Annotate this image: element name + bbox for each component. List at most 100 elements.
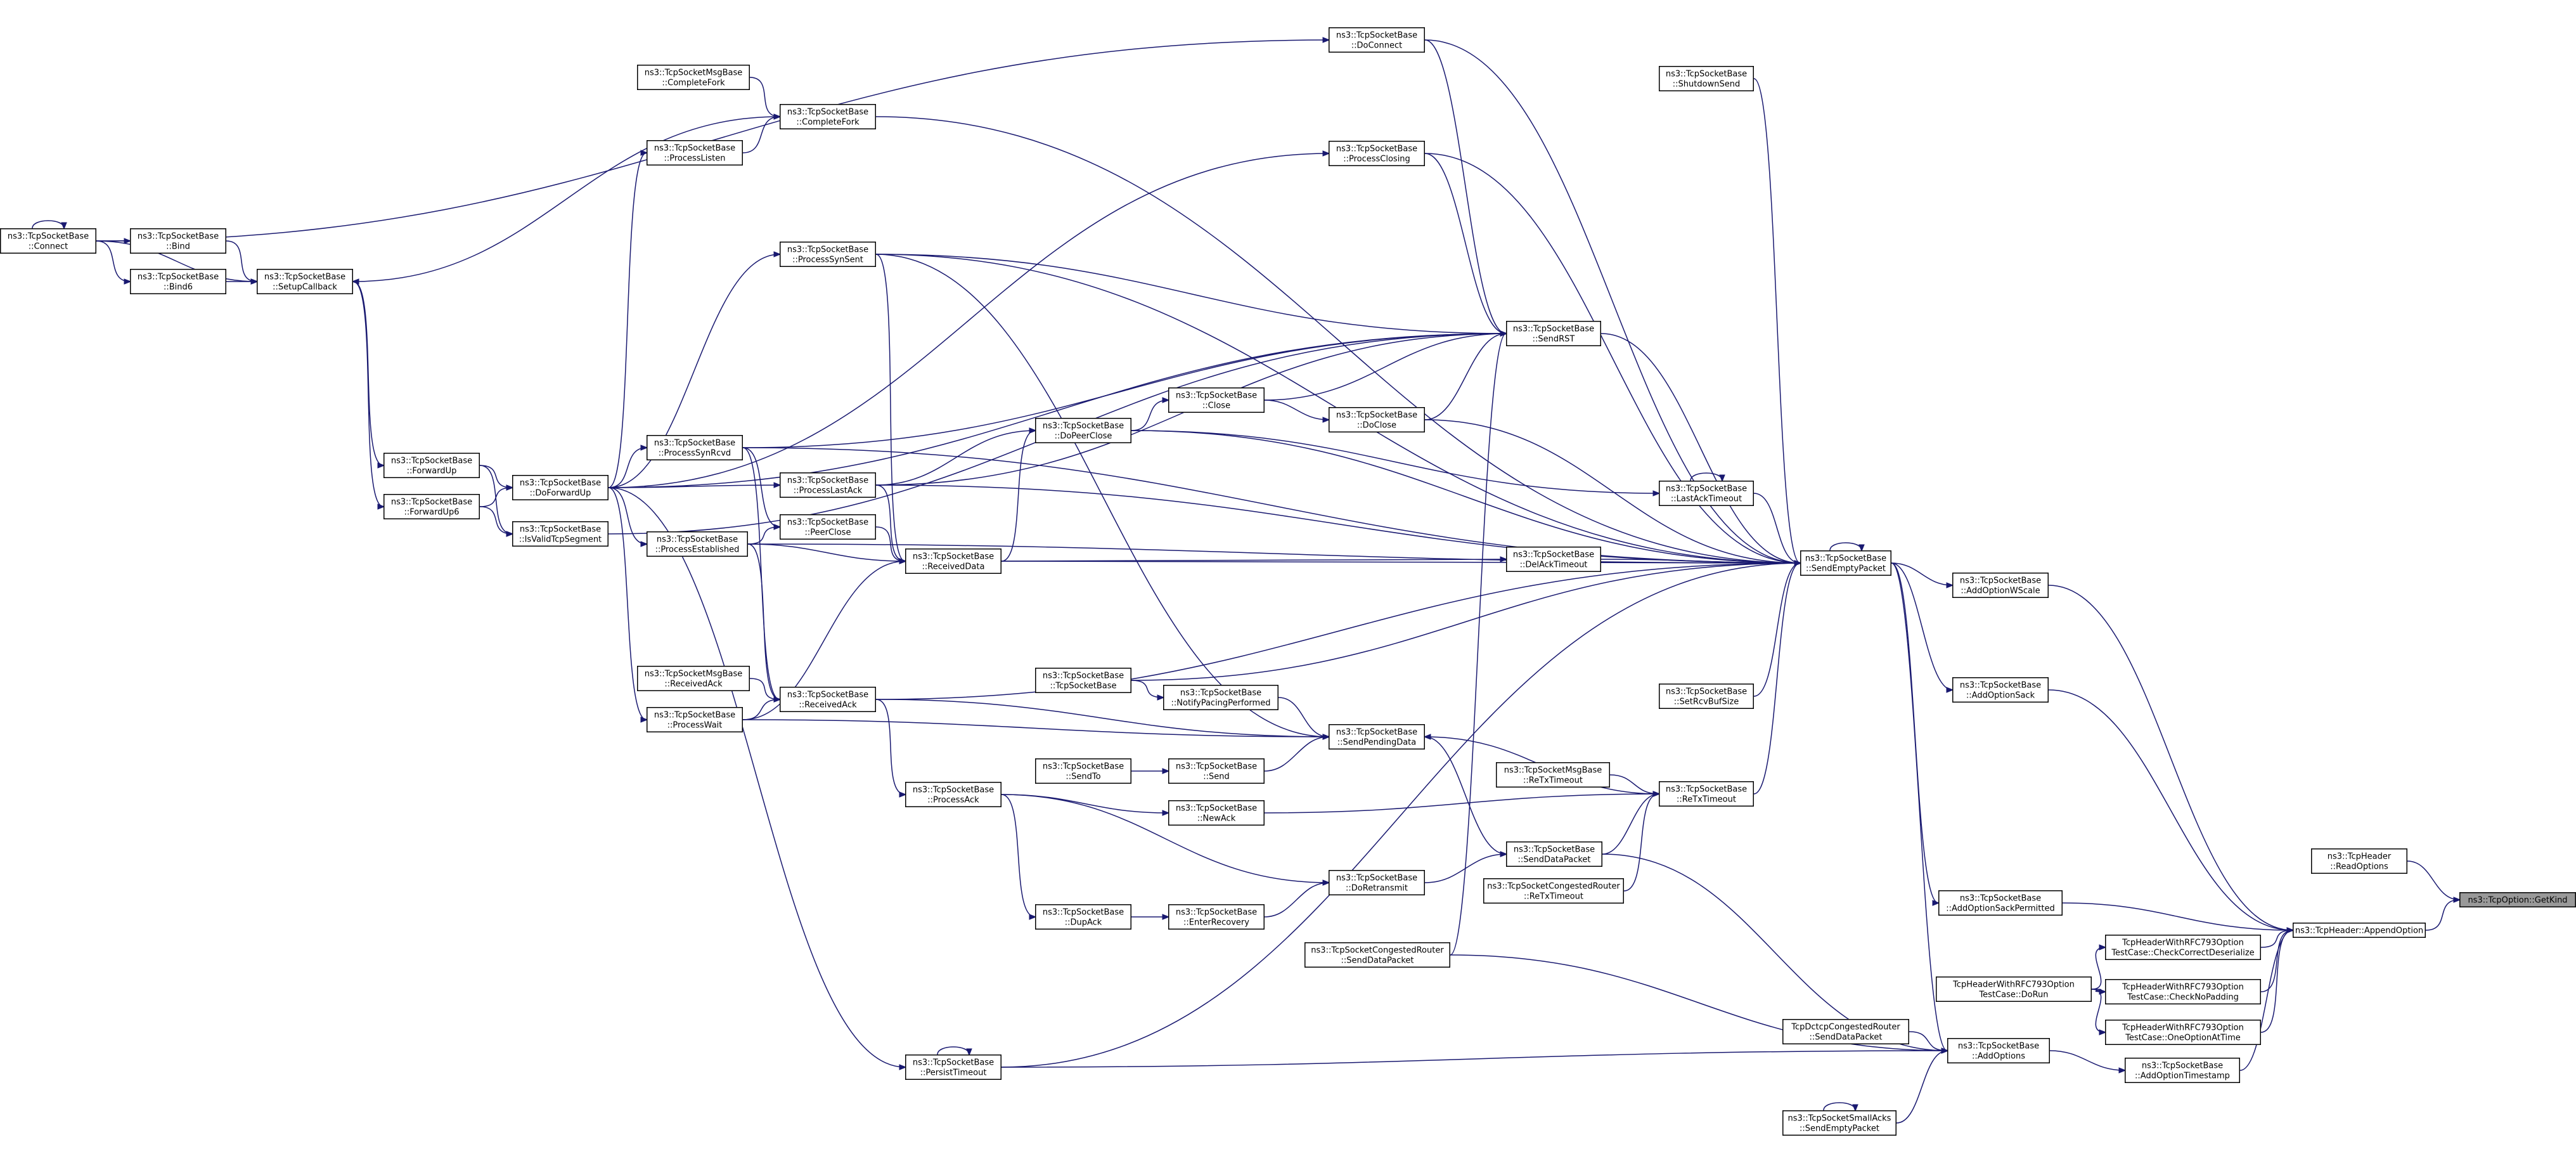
node-readoptions[interactable]: ns3::TcpHeader::ReadOptions — [2311, 848, 2407, 874]
edge-processclosing-to-sendrst — [1424, 153, 1506, 334]
node-box — [905, 548, 1001, 574]
node-checkcorrectdeser[interactable]: TcpHeaderWithRFC793OptionTestCase::Check… — [2105, 935, 2261, 960]
node-label-line: TestCase::CheckNoPadding — [2127, 993, 2239, 1003]
node-addoptionwscale[interactable]: ns3::TcpSocketBase::AddOptionWScale — [1952, 573, 2049, 598]
node-msgcompletefork[interactable]: ns3::TcpSocketMsgBase::CompleteFork — [637, 65, 750, 90]
node-shutdownsend[interactable]: ns3::TcpSocketBase::ShutdownSend — [1659, 66, 1754, 91]
edge-sendrst-to-sendemptypacket — [1600, 333, 1800, 563]
node-label-line: ns3::TcpSocketBase — [1513, 325, 1594, 334]
node-newack[interactable]: ns3::TcpSocketBase::NewAck — [1168, 800, 1265, 826]
node-label-line: ::EnterRecovery — [1183, 918, 1249, 928]
node-connect[interactable]: ns3::TcpSocketBase::Connect — [0, 228, 96, 254]
node-addoptionsackperm[interactable]: ns3::TcpSocketBase::AddOptionSackPermitt… — [1938, 890, 2063, 916]
node-sendemptypacket[interactable]: ns3::TcpSocketBase::SendEmptyPacket — [1800, 550, 1891, 576]
node-senddatapacket[interactable]: ns3::TcpSocketBase::SendDataPacket — [1506, 841, 1602, 867]
node-smallackssendempty[interactable]: ns3::TcpSocketSmallAcks::SendEmptyPacket — [1782, 1110, 1897, 1136]
node-box — [780, 687, 876, 712]
node-persisttimeout[interactable]: ns3::TcpSocketBase::PersistTimeout — [905, 1054, 1001, 1080]
node-checknopadding[interactable]: TcpHeaderWithRFC793OptionTestCase::Check… — [2105, 979, 2261, 1004]
edge-doforwardup-to-processwait — [608, 487, 647, 720]
node-processwait[interactable]: ns3::TcpSocketBase::ProcessWait — [647, 707, 743, 732]
node-tcpsocketbase[interactable]: ns3::TcpSocketBase::TcpSocketBase — [1035, 668, 1131, 693]
node-send[interactable]: ns3::TcpSocketBase::Send — [1168, 758, 1265, 784]
node-dctcpsenddatapacket[interactable]: TcpDctcpCongestedRouter::SendDataPacket — [1782, 1019, 1909, 1044]
edge-enterrecovery-to-doretransmit — [1264, 883, 1329, 918]
edge-processsynrcvd-to-sendemptypacket — [742, 447, 1800, 563]
node-label-line: ::ForwardUp6 — [404, 508, 459, 517]
edge-lastacktimeout-to-sendemptypacket — [1753, 493, 1800, 563]
node-doclose[interactable]: ns3::TcpSocketBase::DoClose — [1329, 407, 1425, 432]
node-box — [383, 494, 480, 519]
node-sendto[interactable]: ns3::TcpSocketBase::SendTo — [1035, 758, 1131, 784]
edge-doforwardup-to-processlisten — [608, 153, 647, 488]
node-box — [637, 666, 750, 691]
node-forwardup6[interactable]: ns3::TcpSocketBase::ForwardUp6 — [383, 494, 480, 519]
node-setrcvbufsize[interactable]: ns3::TcpSocketBase::SetRcvBufSize — [1659, 684, 1754, 709]
node-congsenddatapacket[interactable]: ns3::TcpSocketCongestedRouter::SendDataP… — [1304, 942, 1450, 968]
node-oneoptionattime[interactable]: TcpHeaderWithRFC793OptionTestCase::OneOp… — [2105, 1020, 2261, 1045]
node-box — [1506, 321, 1601, 346]
node-receivedack[interactable]: ns3::TcpSocketBase::ReceivedAck — [780, 687, 876, 712]
node-processack[interactable]: ns3::TcpSocketBase::ProcessAck — [905, 782, 1001, 807]
node-enterrecovery[interactable]: ns3::TcpSocketBase::EnterRecovery — [1168, 904, 1265, 930]
node-label-line: TestCase::CheckCorrectDeserialize — [2111, 949, 2254, 958]
node-receiveddata[interactable]: ns3::TcpSocketBase::ReceivedData — [905, 548, 1001, 574]
node-setupcallback[interactable]: ns3::TcpSocketBase::SetupCallback — [257, 269, 353, 294]
node-label-line: ::DoForwardUp — [530, 489, 591, 498]
nodes-layer: ns3::TcpOption::GetKind ns3::TcpHeader::R… — [0, 27, 2576, 1136]
node-addoptiontimestamp[interactable]: ns3::TcpSocketBase::AddOptionTimestamp — [2125, 1058, 2240, 1083]
node-peerclose[interactable]: ns3::TcpSocketBase::PeerClose — [780, 514, 876, 540]
node-sendrst[interactable]: ns3::TcpSocketBase::SendRST — [1506, 321, 1601, 346]
edge-dopeerclose-to-lastacktimeout — [1131, 430, 1659, 493]
node-lastacktimeout[interactable]: ns3::TcpSocketBase::LastAckTimeout — [1659, 481, 1754, 506]
node-retxtimeout[interactable]: ns3::TcpSocketBase::ReTxTimeout — [1659, 781, 1754, 807]
node-label-line: ns3::TcpSocketBase — [654, 439, 735, 448]
node-processlisten[interactable]: ns3::TcpSocketBase::ProcessListen — [647, 140, 743, 165]
node-completefork[interactable]: ns3::TcpSocketBase::CompleteFork — [780, 104, 876, 129]
node-delacktimeout[interactable]: ns3::TcpSocketBase::DelAckTimeout — [1506, 547, 1601, 572]
node-bind6[interactable]: ns3::TcpSocketBase::Bind6 — [130, 269, 226, 294]
node-label-line: ns3::TcpSocketBase — [654, 711, 735, 720]
node-bind[interactable]: ns3::TcpSocketBase::Bind — [130, 228, 226, 254]
node-forwardup[interactable]: ns3::TcpSocketBase::ForwardUp — [383, 453, 480, 478]
node-label-line: ns3::TcpSocketBase — [1336, 31, 1417, 41]
node-label-line: ::Bind — [166, 242, 190, 252]
node-processclosing[interactable]: ns3::TcpSocketBase::ProcessClosing — [1329, 141, 1425, 166]
edge-addoptionsack-to-appendoption — [2048, 689, 2293, 930]
node-sendpendingdata[interactable]: ns3::TcpSocketBase::SendPendingData — [1329, 724, 1425, 749]
edge-tcpsocketbase-to-notifypacing — [1131, 680, 1163, 698]
node-processsynrcvd[interactable]: ns3::TcpSocketBase::ProcessSynRcvd — [647, 435, 743, 460]
edge-doforwardup-to-persisttimeout — [608, 487, 905, 1067]
node-processsynsent[interactable]: ns3::TcpSocketBase::ProcessSynSent — [780, 242, 876, 267]
node-processestablished[interactable]: ns3::TcpSocketBase::ProcessEstablished — [647, 531, 748, 557]
node-processlastack[interactable]: ns3::TcpSocketBase::ProcessLastAck — [780, 472, 876, 498]
node-dupack[interactable]: ns3::TcpSocketBase::DupAck — [1035, 904, 1131, 930]
node-label-line: TcpHeaderWithRFC793Option — [1952, 980, 2075, 990]
node-close[interactable]: ns3::TcpSocketBase::Close — [1168, 387, 1265, 413]
node-docconnect[interactable]: ns3::TcpSocketBase::DoConnect — [1329, 27, 1425, 53]
node-box — [2125, 1058, 2240, 1083]
node-dopeerclose[interactable]: ns3::TcpSocketBase::DoPeerClose — [1035, 418, 1131, 443]
node-notifypacing[interactable]: ns3::TcpSocketBase::NotifyPacingPerforme… — [1163, 685, 1278, 710]
node-getkind[interactable]: ns3::TcpOption::GetKind — [2459, 892, 2576, 907]
node-box — [1168, 800, 1265, 826]
node-box — [130, 269, 226, 294]
node-isvalidtcpsegment[interactable]: ns3::TcpSocketBase::IsValidTcpSegment — [512, 521, 609, 547]
node-msgreceivedack[interactable]: ns3::TcpSocketMsgBase::ReceivedAck — [637, 666, 750, 691]
node-doretransmit[interactable]: ns3::TcpSocketBase::DoRetransmit — [1329, 870, 1425, 895]
node-label-line: ::SetRcvBufSize — [1674, 698, 1739, 707]
node-label-line: ::ProcessLastAck — [794, 486, 863, 496]
node-label-line: TcpHeaderWithRFC793Option — [2122, 1023, 2244, 1033]
node-label-line: ns3::TcpSocketBase — [913, 1058, 994, 1068]
node-addoptionsack[interactable]: ns3::TcpSocketBase::AddOptionSack — [1952, 677, 2049, 703]
node-box — [780, 472, 876, 498]
edge-retxtimeout-to-sendemptypacket — [1753, 563, 1800, 795]
node-appendoption[interactable]: ns3::TcpHeader::AppendOption — [2293, 923, 2426, 938]
node-congretxtimeout[interactable]: ns3::TcpSocketCongestedRouter::ReTxTimeo… — [1483, 878, 1624, 904]
edge-dopeerclose-to-close — [1131, 400, 1168, 431]
edge-completefork-to-sendemptypacket — [875, 116, 1800, 563]
node-addoptions[interactable]: ns3::TcpSocketBase::AddOptions — [1947, 1038, 2050, 1063]
node-doforwardup[interactable]: ns3::TcpSocketBase::DoForwardUp — [512, 475, 609, 500]
node-msgretxtimeout[interactable]: ns3::TcpSocketMsgBase::ReTxTimeout — [1496, 762, 1610, 788]
